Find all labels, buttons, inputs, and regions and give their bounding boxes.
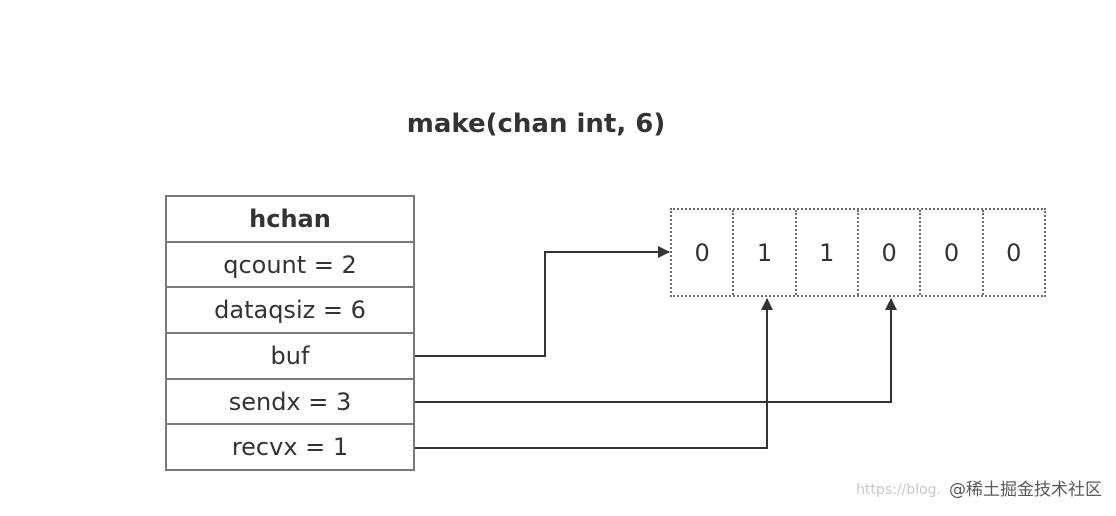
buffer-slot-4: 0: [919, 210, 981, 295]
field-sendx: sendx = 3: [167, 377, 413, 424]
buffer-slot-3: 0: [856, 210, 919, 295]
buf-pointer-arrow: [415, 246, 670, 357]
hchan-struct-table: hchan qcount = 2 dataqsiz = 6 buf sendx …: [165, 195, 415, 471]
field-qcount: qcount = 2: [167, 240, 413, 287]
sendx-pointer-arrow: [415, 298, 897, 403]
field-recvx: recvx = 1: [167, 423, 413, 469]
buffer-slot-0: 0: [694, 238, 710, 267]
diagram-title: make(chan int, 6): [406, 109, 666, 139]
buffer-slot-1: 1: [732, 210, 794, 295]
hchan-header: hchan: [249, 204, 331, 233]
ring-buffer: 0 1 1 0 0 0: [670, 208, 1046, 297]
watermark-url: https://blog.: [856, 482, 941, 498]
watermark: https://blog. @稀土掘金技术社区: [856, 478, 1102, 502]
field-buf: buf: [167, 332, 413, 378]
watermark-brand: @稀土掘金技术社区: [949, 480, 1102, 500]
buffer-slot-2: 1: [794, 210, 857, 295]
field-dataqsiz: dataqsiz = 6: [167, 286, 413, 332]
buffer-slot-5: 0: [981, 210, 1044, 295]
recvx-pointer-arrow: [415, 298, 773, 449]
